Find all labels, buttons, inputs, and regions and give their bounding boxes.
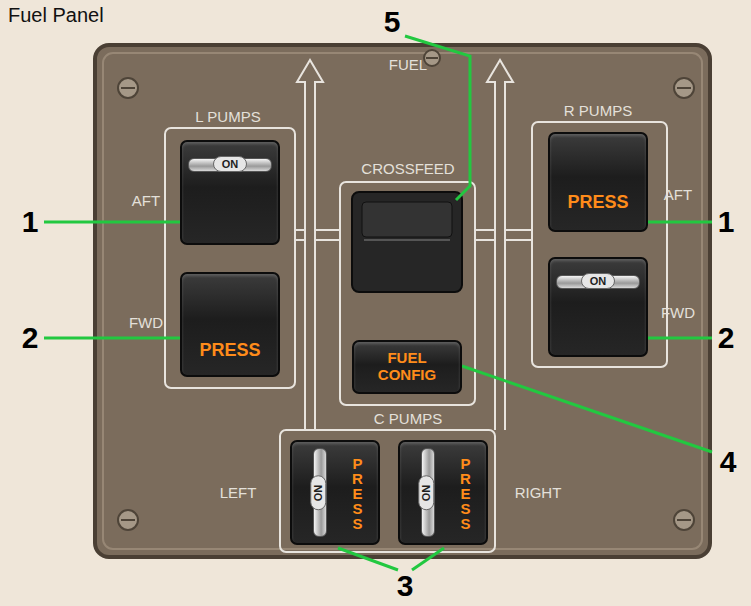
panel-label: FWD <box>129 314 163 331</box>
panel-label: R PUMPS <box>564 102 632 119</box>
press-light: FUEL CONFIG <box>367 350 447 383</box>
panel-title: Fuel Panel <box>8 4 104 27</box>
pump-switch: ON <box>180 140 280 245</box>
on-indicator: ON <box>213 156 248 172</box>
panel-body <box>95 45 710 557</box>
pump-switch: ON PRESS <box>398 440 488 545</box>
panel-label: CROSSFEED <box>361 160 454 177</box>
panel-bevel <box>103 53 702 549</box>
panel-label: FUEL <box>389 56 427 73</box>
leader-lines <box>44 36 712 570</box>
on-indicator: ON <box>310 475 326 510</box>
panel-label: C PUMPS <box>374 410 442 427</box>
fuel-flow-arrows <box>295 60 532 430</box>
on-indicator: ON <box>418 475 434 510</box>
pump-switch: PRESS <box>548 132 648 232</box>
press-light: PRESS <box>567 192 628 213</box>
panel-label: L PUMPS <box>195 108 260 125</box>
panel-label: AFT <box>664 186 692 203</box>
callout-number: 4 <box>720 445 737 479</box>
callout-number: 5 <box>384 5 401 39</box>
annunciator-light: FUEL CONFIG <box>352 340 462 394</box>
callout-number: 1 <box>22 205 39 239</box>
press-light: PRESS <box>199 340 260 361</box>
callout-number: 2 <box>718 321 735 355</box>
switch-guards <box>165 122 667 552</box>
panel-label: RIGHT <box>515 484 562 501</box>
pump-switch: ON PRESS <box>290 440 380 545</box>
panel-label: LEFT <box>220 484 257 501</box>
callout-number: 2 <box>22 321 39 355</box>
callout-number: 3 <box>397 569 414 603</box>
crossfeed-switch <box>352 192 462 292</box>
pump-switch: PRESS <box>180 272 280 377</box>
callout-number: 1 <box>718 205 735 239</box>
panel-label: FWD <box>661 304 695 321</box>
panel-label: AFT <box>132 192 160 209</box>
press-light: PRESS <box>458 456 473 531</box>
on-indicator: ON <box>581 273 616 289</box>
pump-switch: ON <box>548 257 648 357</box>
press-light: PRESS <box>350 456 365 531</box>
